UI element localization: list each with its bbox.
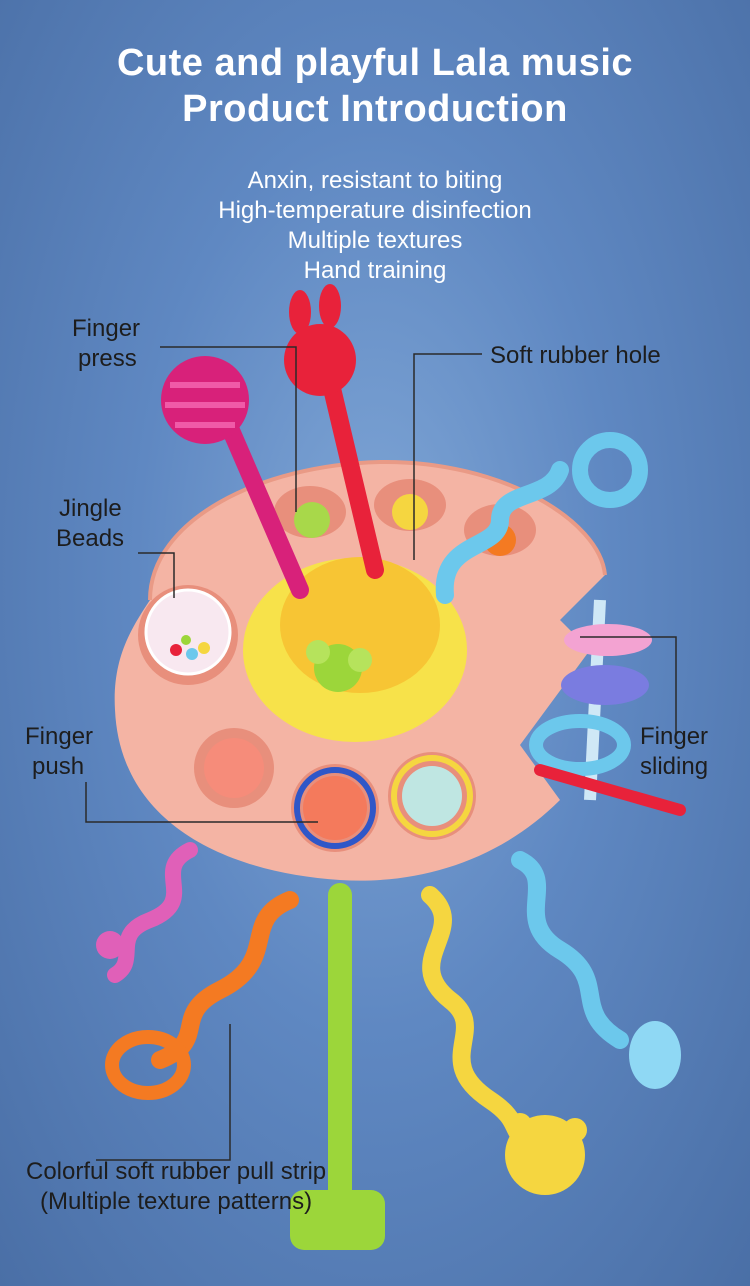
feature-item: Multiple textures: [287, 227, 463, 254]
title-line-1: Cute and playful Lala music: [116, 42, 634, 84]
pull-strip-label: Colorful soft rubber pull strip (Multipl…: [26, 1157, 326, 1217]
finger-press-label: Finger press: [72, 314, 140, 374]
feature-item: Anxin, resistant to biting: [247, 167, 503, 194]
sticks: [161, 284, 384, 599]
soft-rubber-hole-label: Soft rubber hole: [490, 342, 661, 369]
pull-strip-line-1: Colorful soft rubber pull strip: [26, 1158, 327, 1185]
finger-push-line-1: Finger: [25, 723, 94, 750]
pull-strips: [96, 842, 681, 1250]
finger-sliding-label: Finger sliding: [640, 722, 708, 782]
jingle-beads-label: Jingle Beads: [56, 494, 124, 554]
central-dome: [243, 557, 467, 742]
pull-strip-line-2: (Multiple texture patterns): [40, 1188, 313, 1215]
finger-press-line-2: press: [78, 345, 137, 372]
page-title: Cute and playful Lala music Product Intr…: [0, 40, 750, 132]
jingle-ball: [138, 585, 238, 685]
finger-push-line-2: push: [32, 753, 85, 780]
finger-press-line-1: Finger: [72, 315, 141, 342]
finger-sliding-line-1: Finger: [640, 723, 709, 750]
finger-push-label: Finger push: [25, 722, 93, 782]
feature-item: Hand training: [303, 257, 447, 284]
slider-beads: [529, 599, 686, 816]
jingle-line-1: Jingle: [59, 495, 122, 522]
cyan-loop: [435, 432, 648, 604]
feature-list: Anxin, resistant to biting High-temperat…: [0, 166, 750, 286]
jingle-line-2: Beads: [56, 525, 125, 552]
bottom-holes: [194, 728, 476, 852]
callout-lines: [85, 346, 677, 1161]
finger-sliding-line-2: sliding: [640, 753, 709, 780]
feature-item: High-temperature disinfection: [218, 197, 532, 224]
title-line-2: Product Introduction: [182, 88, 568, 130]
